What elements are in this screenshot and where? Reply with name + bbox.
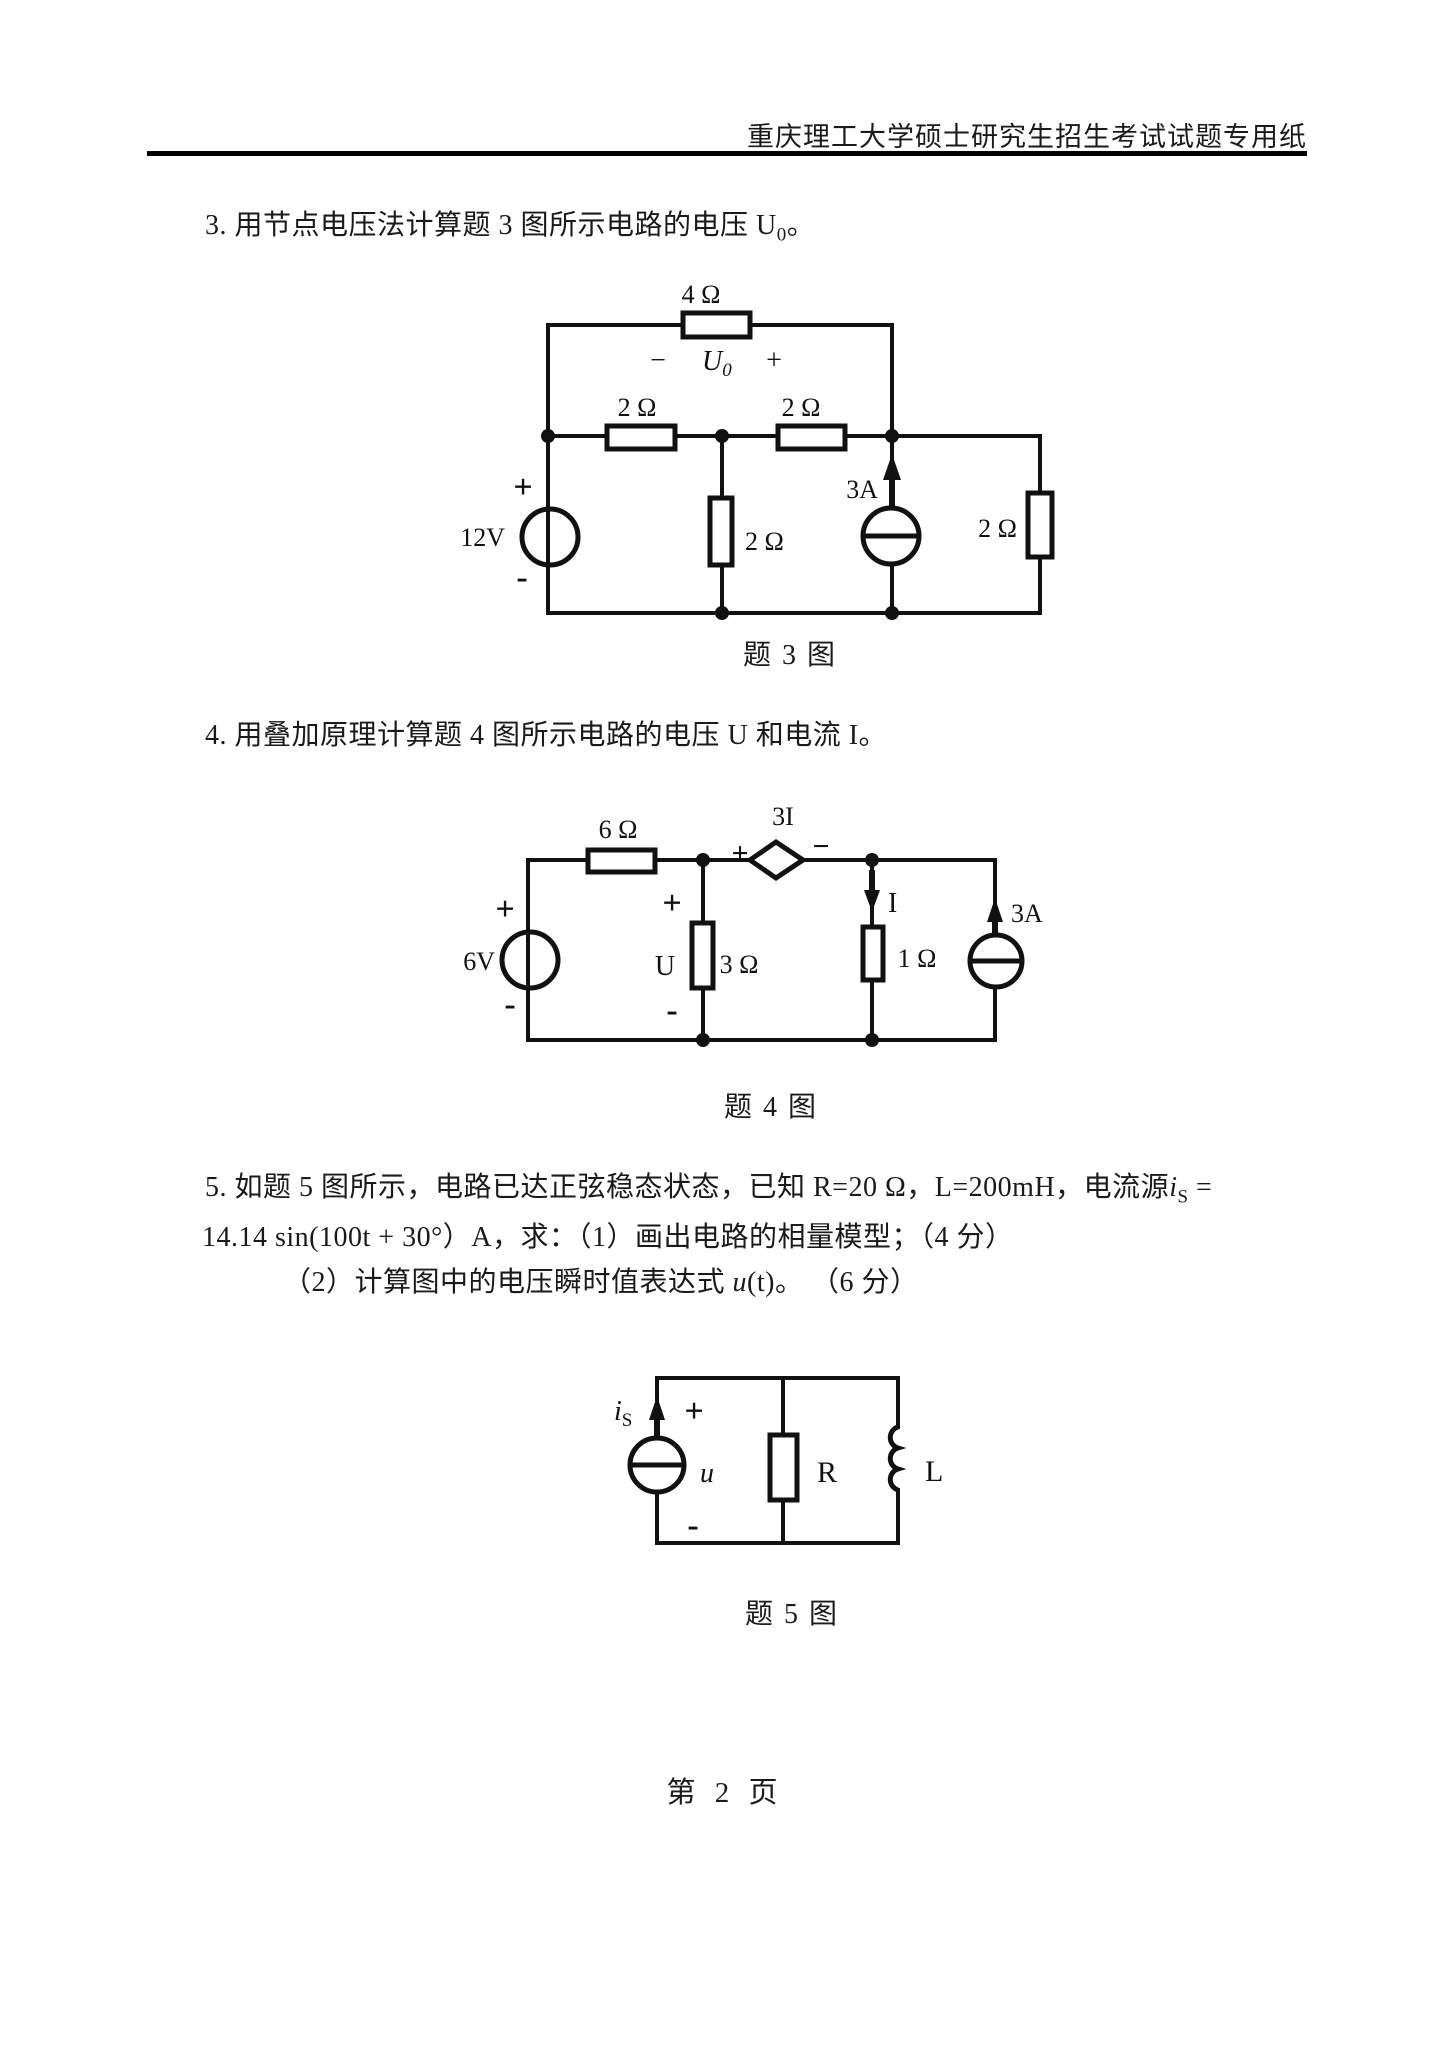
question-4-text: 4. 用叠加原理计算题 4 图所示电路的电压 U 和电流 I。 (205, 720, 888, 751)
question-5-line2: 14.14 sin(100t + 30°）A，求：（1）画出电路的相量模型；（4… (202, 1222, 1014, 1253)
dependent-source-plus: + (731, 837, 748, 870)
resistor-2ohm-middle-label: 2 Ω (745, 527, 784, 556)
u-label: U (655, 951, 675, 982)
resistor-r-label: R (817, 1456, 837, 1489)
question-3-text: 3. 用节点电压法计算题 3 图所示电路的电压 U0。 (205, 203, 815, 247)
source-12v-plus: + (513, 469, 532, 506)
resistor-3ohm-branch: + U 3 Ω - (655, 885, 759, 1029)
dependent-source-minus: − (812, 830, 829, 863)
current-source-3a-label: 3A (846, 475, 878, 504)
source-12v-minus: - (516, 559, 527, 596)
u-plus-sign: + (662, 885, 681, 922)
question-3-subscript: 0 (776, 224, 787, 246)
resistor-1ohm-label: 1 Ω (898, 944, 937, 973)
u-label: u (700, 1458, 714, 1489)
current-source-3a-right-label: 3A (1011, 899, 1043, 928)
current-source-3a-right: 3A (967, 898, 1043, 990)
voltage-source-6v: + 6V - (463, 891, 561, 1023)
is-label: iS (614, 1396, 632, 1431)
resistor-2ohm-left: 2 Ω (604, 393, 678, 452)
question-5-u-var: u (732, 1267, 748, 1298)
question-5-is-var: i (1169, 1172, 1178, 1203)
circuit-5-figure: iS + u - R L (614, 1376, 943, 1545)
source-12v-label: 12V (460, 523, 505, 552)
current-arrow-up (649, 1396, 665, 1420)
u0-plus-sign: + (766, 345, 782, 376)
is-var: i (614, 1396, 622, 1427)
circuit3-nodes (541, 429, 899, 620)
question-5-is-sub: S (1177, 1186, 1189, 1208)
resistor-4ohm: 4 Ω (680, 280, 753, 340)
current-arrow-up (883, 454, 901, 480)
header-rule (147, 151, 1307, 156)
inductor-l: L (887, 1424, 943, 1493)
question-5-line3: （2）计算图中的电压瞬时值表达式 u(t)。 （6 分） (283, 1260, 918, 1300)
resistor-2ohm-far-label: 2 Ω (978, 514, 1017, 543)
page-header-title: 重庆理工大学硕士研究生招生考试试题专用纸 (747, 122, 1307, 152)
u-minus-sign: - (687, 1507, 698, 1544)
u0-sub: 0 (722, 360, 732, 381)
resistor-2ohm-right: 2 Ω (775, 393, 848, 452)
question-5-line1-eq: = (1188, 1172, 1213, 1203)
resistor-2ohm-left-label: 2 Ω (618, 393, 657, 422)
figure-4-caption: 题 4 图 (723, 1092, 818, 1123)
inductor-l-label: L (925, 1455, 943, 1488)
question-5-line1-pre: 5. 如题 5 图所示，电路已达正弦稳态状态，已知 R=20 Ω，L=200mH… (205, 1172, 1170, 1203)
i-label: I (888, 888, 897, 919)
u0-minus-sign: − (650, 345, 666, 376)
resistor-2ohm-middle: 2 Ω (707, 495, 784, 568)
circuit-4-figure: 6 Ω 3I + − + 6V - + U 3 Ω - I 1 Ω 3A (463, 802, 1043, 1047)
u-minus-sign: - (666, 992, 677, 1029)
resistor-1ohm-branch: I 1 Ω (860, 870, 937, 983)
current-arrow-up (987, 898, 1003, 922)
circuit-3-figure: 4 Ω − U0 + 2 Ω 2 Ω + 12V - 2 Ω 3A 2 Ω (460, 280, 1055, 620)
question-3-post: 。 (786, 210, 816, 241)
u-plus-sign: + (684, 1393, 703, 1430)
source-6v-label: 6V (463, 947, 495, 976)
resistor-2ohm-far-right: 2 Ω (978, 490, 1055, 560)
resistor-6ohm-label: 6 Ω (599, 815, 638, 844)
resistor-2ohm-right-label: 2 Ω (782, 393, 821, 422)
dependent-source-label: 3I (772, 802, 794, 831)
resistor-4ohm-label: 4 Ω (682, 280, 721, 309)
figure-3-caption: 题 3 图 (742, 640, 837, 671)
u0-voltage-annotation: − U0 + (650, 345, 782, 381)
page-number: 第 2 页 (666, 1777, 784, 1809)
resistor-3ohm-label: 3 Ω (720, 950, 759, 979)
circuit3-wires (546, 323, 1042, 615)
u-voltage-annotation: + u - (684, 1393, 714, 1544)
circuit4-nodes (696, 853, 879, 1047)
current-arrow-down (864, 890, 880, 912)
source-6v-plus: + (495, 891, 514, 928)
u0-label: U0 (702, 346, 732, 381)
current-source-3a: 3A (846, 454, 922, 567)
dependent-source-3i: 3I + − (731, 802, 830, 882)
resistor-r: R (767, 1432, 837, 1503)
question-5-line1: 5. 如题 5 图所示，电路已达正弦稳态状态，已知 R=20 Ω，L=200mH… (205, 1165, 1212, 1209)
resistor-6ohm: 6 Ω (585, 815, 658, 875)
inductor-coil (887, 1424, 907, 1493)
figure-5-caption: 题 5 图 (744, 1599, 839, 1630)
voltage-source-12v: + 12V - (460, 469, 581, 596)
question-3-pre: 3. 用节点电压法计算题 3 图所示电路的电压 U (205, 210, 777, 241)
question-5-line3-post: (t)。 （6 分） (747, 1267, 919, 1298)
is-sub: S (622, 1410, 633, 1431)
question-5-line3-pre: （2）计算图中的电压瞬时值表达式 (283, 1267, 733, 1298)
u0-main: U (702, 346, 724, 377)
current-source-is: iS (614, 1396, 687, 1495)
source-6v-minus: - (504, 986, 515, 1023)
